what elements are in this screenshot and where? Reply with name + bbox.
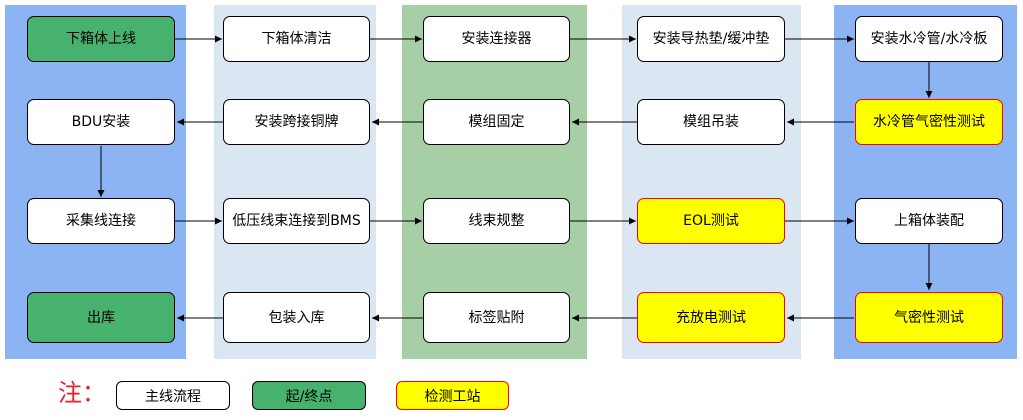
node-n18: 标签贴附	[423, 292, 570, 343]
node-n12: 低压线束连接到BMS	[223, 198, 370, 244]
node-n14: EOL测试	[637, 198, 785, 244]
node-n15: 上箱体装配	[855, 198, 1003, 244]
node-n9: 安装跨接铜牌	[223, 99, 370, 145]
node-n19: 包装入库	[223, 292, 370, 343]
node-n20: 出库	[27, 292, 175, 343]
node-n8: 模组固定	[423, 99, 570, 145]
node-n10: BDU安装	[27, 99, 175, 145]
node-n16: 气密性测试	[855, 292, 1003, 343]
node-n6: 水冷管气密性测试	[855, 99, 1003, 145]
node-n3: 安装连接器	[423, 16, 570, 62]
legend-main-flow: 主线流程	[116, 381, 230, 410]
node-n2: 下箱体清洁	[223, 16, 370, 62]
node-n17: 充放电测试	[637, 292, 785, 343]
node-n7: 模组吊装	[637, 99, 785, 145]
node-n11: 采集线连接	[27, 198, 175, 244]
legend-start-end: 起/终点	[252, 381, 366, 410]
node-n1: 下箱体上线	[27, 16, 175, 62]
legend-note: 注：	[58, 379, 106, 407]
legend-test-station: 检测工站	[396, 381, 509, 410]
node-n5: 安装水冷管/水冷板	[855, 16, 1003, 62]
node-n13: 线束规整	[423, 198, 570, 244]
node-n4: 安装导热垫/缓冲垫	[637, 16, 785, 62]
